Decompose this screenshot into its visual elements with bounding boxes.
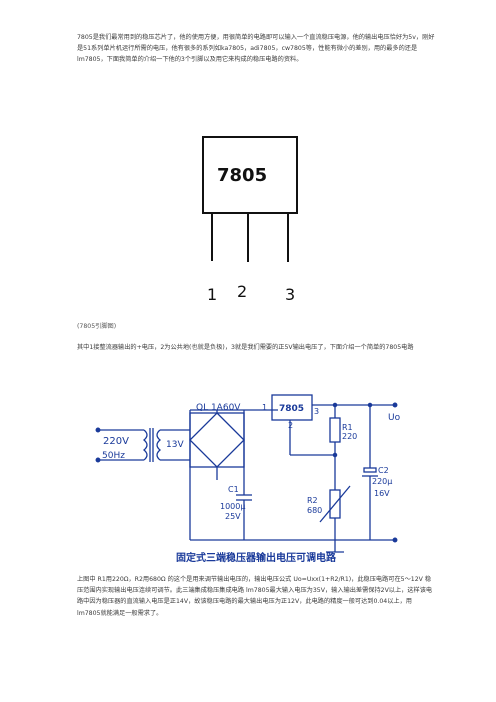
pinout-caption: (7805引脚图) <box>77 323 117 330</box>
bridge-rectifier <box>189 412 245 468</box>
c1-voltage: 25V <box>225 512 241 521</box>
c2-voltage: 16V <box>374 489 390 498</box>
circuit-pin2-label: 2 <box>288 421 293 430</box>
circuit-chip-label: 7805 <box>279 404 304 414</box>
pin-description-paragraph: 其中1接整流器输出的+电压，2为公共地(也就是负极)，3就是我们需要的正5V输出… <box>77 344 414 351</box>
c1-value: 1000μ <box>220 502 245 511</box>
explanation-paragraph: 上图中 R1用220Ω，R2用680Ω 的这个是用来调节输出电压的，输出电压公式… <box>77 576 433 617</box>
bridge-label: QL 1A60V <box>196 403 241 413</box>
transformer-output-label: 13V <box>166 440 184 450</box>
c2-value: 220μ <box>372 477 392 486</box>
r1-value: 220 <box>342 432 357 441</box>
ac-voltage-label: 220V <box>103 436 129 447</box>
regulator-chip <box>271 394 313 421</box>
output-label: Uo <box>388 413 401 423</box>
circuit-title: 固定式三端稳压器输出电压可调电路 <box>176 551 337 564</box>
r2-value: 680 <box>307 506 322 515</box>
intro-paragraph: 7805是我们最常用到的稳压芯片了，他的使用方便，用很简单的电路即可以输入一个直… <box>77 34 435 64</box>
resistor-r1 <box>329 417 341 443</box>
c1-name: C1 <box>228 485 239 494</box>
r2-name: R2 <box>307 496 318 505</box>
r1-name: R1 <box>342 423 353 432</box>
ac-frequency-label: 50Hz <box>102 451 125 461</box>
circuit-pin3-label: 3 <box>314 407 319 416</box>
c2-name: C2 <box>378 466 389 475</box>
circuit-pin1-label: 1 <box>262 403 267 412</box>
